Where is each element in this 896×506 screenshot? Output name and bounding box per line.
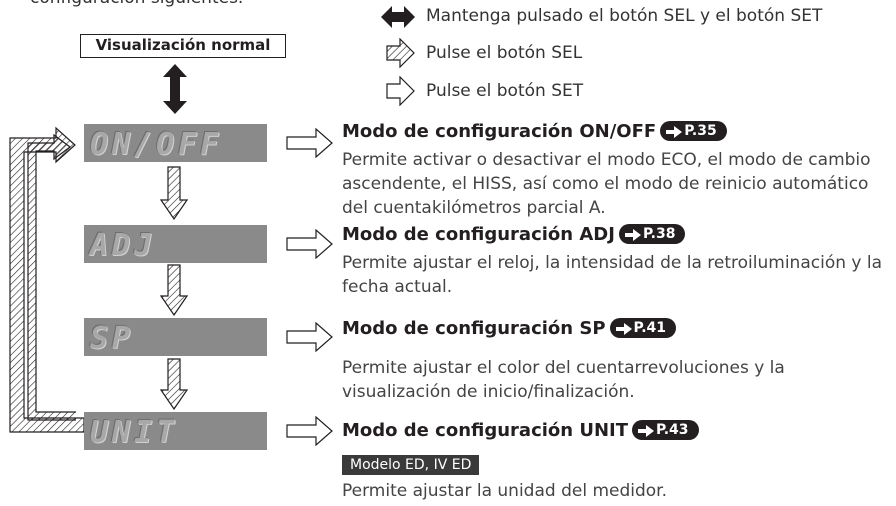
arrow-right-icon	[638, 425, 655, 437]
arrow-right-icon	[624, 229, 641, 241]
outline-arrow-icon	[286, 128, 333, 158]
page-ref-badge[interactable]: P.43	[632, 420, 699, 440]
mode-sp-desc: Permite ajustar el color del cuentarrevo…	[342, 358, 785, 402]
hatched-arrow-icon	[386, 37, 416, 72]
down-hatched-arrow-icon	[160, 166, 188, 220]
lcd-display-unit: UNIT	[84, 412, 267, 450]
loop-arrow-icon	[9, 126, 84, 433]
vertical-double-arrow-icon	[162, 64, 188, 118]
lcd-display-sp: SP	[84, 318, 267, 356]
down-hatched-arrow-icon	[160, 264, 188, 316]
outline-arrow-icon	[286, 416, 333, 446]
outline-arrow-icon	[286, 322, 333, 352]
lcd-display-onoff: ON/OFF	[84, 124, 267, 162]
outline-arrow-icon	[286, 229, 333, 259]
down-hatched-arrow-icon	[160, 358, 188, 410]
page-ref-badge[interactable]: P.41	[609, 318, 677, 338]
mode-onoff-desc: Permite activar o desactivar el modo ECO…	[342, 150, 871, 218]
page-ref-badge[interactable]: P.38	[618, 224, 686, 244]
arrow-right-icon	[666, 126, 683, 138]
legend-sel-text: Pulse el botón SEL	[426, 43, 583, 63]
legend-set-text: Pulse el botón SET	[426, 81, 584, 101]
lcd-display-adj: ADJ	[84, 225, 267, 263]
legend-hold-text: Mantenga pulsado el botón SEL y el botón…	[426, 6, 823, 26]
normal-display-label: Visualización normal	[80, 34, 286, 58]
outline-arrow-icon	[386, 75, 416, 110]
mode-adj-desc: Permite ajustar el reloj, la intensidad …	[342, 253, 882, 297]
mode-unit-desc: Permite ajustar la unidad del medidor.	[342, 481, 668, 501]
page-ref-badge[interactable]: P.35	[660, 121, 727, 141]
intro-text: configuración siguientes.	[30, 0, 243, 8]
model-badge: Modelo ED, IV ED	[342, 455, 480, 475]
arrow-right-icon	[615, 323, 632, 335]
double-arrow-icon	[381, 4, 415, 34]
